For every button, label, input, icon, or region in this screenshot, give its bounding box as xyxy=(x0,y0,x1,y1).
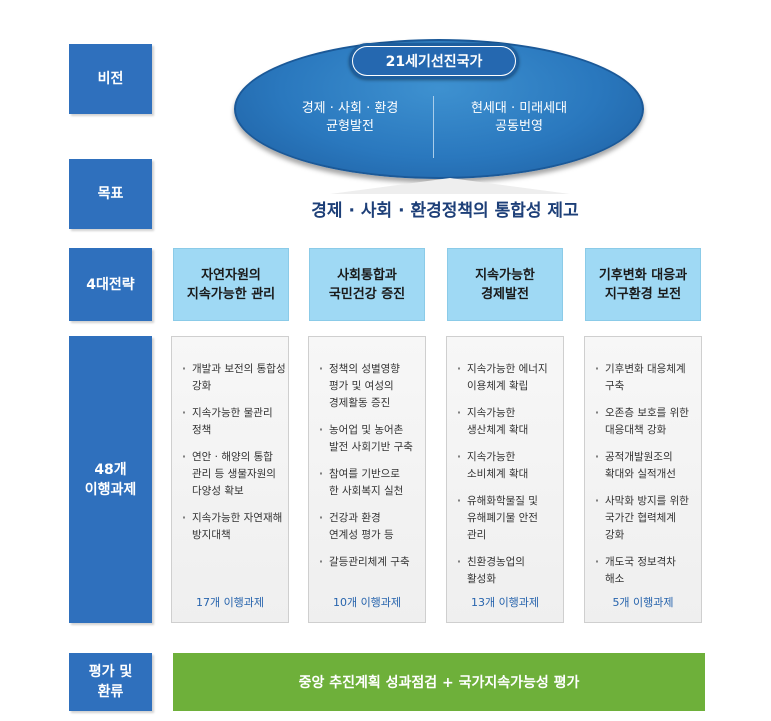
task-count-2: 10개 이행과제 xyxy=(332,596,402,609)
task-column-1: 개발과 보전의 통합성 강화 지속가능한 물관리 정책 연안 · 해양의 통합 … xyxy=(171,336,289,623)
task-list-4: 기후변화 대응체계 구축 오존층 보호를 위한 대응대책 강화 공적개발원조의 … xyxy=(595,361,699,598)
vision-right-text: 현세대 · 미래세대 공동번영 xyxy=(470,101,568,134)
task-item: 지속가능한 에너지 이용체계 확립 xyxy=(457,361,561,395)
task-item: 사막화 방지를 위한 국가간 협력체계 강화 xyxy=(595,493,699,544)
task-list-2: 정책의 성별영향 평가 및 여성의 경제활동 증진 농어업 및 농어촌 발전 사… xyxy=(319,361,423,581)
task-item: 공적개발원조의 확대와 실적개선 xyxy=(595,449,699,483)
task-list-1: 개발과 보전의 통합성 강화 지속가능한 물관리 정책 연안 · 해양의 통합 … xyxy=(182,361,286,554)
strategy-box-1: 자연자원의 지속가능한 관리 xyxy=(173,248,289,321)
row-label-evaluation: 평가 및 환류 xyxy=(69,653,152,711)
task-item: 유해화학물질 및 유해폐기물 안전 관리 xyxy=(457,493,561,544)
task-item: 농어업 및 농어촌 발전 사회기반 구축 xyxy=(319,422,423,456)
task-column-3: 지속가능한 에너지 이용체계 확립 지속가능한 생산체계 확대 지속가능한 소비… xyxy=(446,336,564,623)
task-item: 정책의 성별영향 평가 및 여성의 경제활동 증진 xyxy=(319,361,423,412)
task-item: 기후변화 대응체계 구축 xyxy=(595,361,699,395)
task-count-4: 5개 이행과제 xyxy=(612,596,674,609)
row-label-strategy: 4대전략 xyxy=(69,248,152,321)
row-label-tasks: 48개 이행과제 xyxy=(69,336,152,623)
task-item: 오존층 보호를 위한 대응대책 강화 xyxy=(595,405,699,439)
task-item: 갈등관리체계 구축 xyxy=(319,554,423,571)
task-item: 개도국 정보격차 해소 xyxy=(595,554,699,588)
task-item: 참여를 기반으로 한 사회복지 실천 xyxy=(319,466,423,500)
strategy-box-2: 사회통합과 국민건강 증진 xyxy=(309,248,425,321)
vision-divider xyxy=(433,96,434,158)
task-item: 지속가능한 자연재해 방지대책 xyxy=(182,510,286,544)
task-count-1: 17개 이행과제 xyxy=(195,596,265,609)
goal-arrow-shape xyxy=(330,178,570,194)
vision-title-badge: 21세기선진국가 xyxy=(349,43,519,79)
row-label-vision: 비전 xyxy=(69,44,152,114)
task-item: 연안 · 해양의 통합 관리 등 생물자원의 다양성 확보 xyxy=(182,449,286,500)
task-item: 개발과 보전의 통합성 강화 xyxy=(182,361,286,395)
task-item: 지속가능한 소비체계 확대 xyxy=(457,449,561,483)
strategy-box-4: 기후변화 대응과 지구환경 보전 xyxy=(585,248,701,321)
task-item: 친환경농업의 활성화 xyxy=(457,554,561,588)
task-list-3: 지속가능한 에너지 이용체계 확립 지속가능한 생산체계 확대 지속가능한 소비… xyxy=(457,361,561,598)
row-label-goal: 목표 xyxy=(69,159,152,229)
task-count-3: 13개 이행과제 xyxy=(470,596,540,609)
vision-left-text: 경제 · 사회 · 환경 균형발전 xyxy=(301,101,399,134)
task-item: 지속가능한 생산체계 확대 xyxy=(457,405,561,439)
task-item: 건강과 환경 연계성 평가 등 xyxy=(319,510,423,544)
task-item: 지속가능한 물관리 정책 xyxy=(182,405,286,439)
task-column-2: 정책의 성별영향 평가 및 여성의 경제활동 증진 농어업 및 농어촌 발전 사… xyxy=(308,336,426,623)
goal-text: 경제 · 사회 · 환경정책의 통합성 제고 xyxy=(311,201,579,221)
vision-title: 21세기선진국가 xyxy=(353,47,515,75)
task-column-4: 기후변화 대응체계 구축 오존층 보호를 위한 대응대책 강화 공적개발원조의 … xyxy=(584,336,702,623)
evaluation-bar: 중앙 추진계획 성과점검 + 국가지속가능성 평가 xyxy=(173,653,705,711)
strategy-box-3: 지속가능한 경제발전 xyxy=(447,248,563,321)
